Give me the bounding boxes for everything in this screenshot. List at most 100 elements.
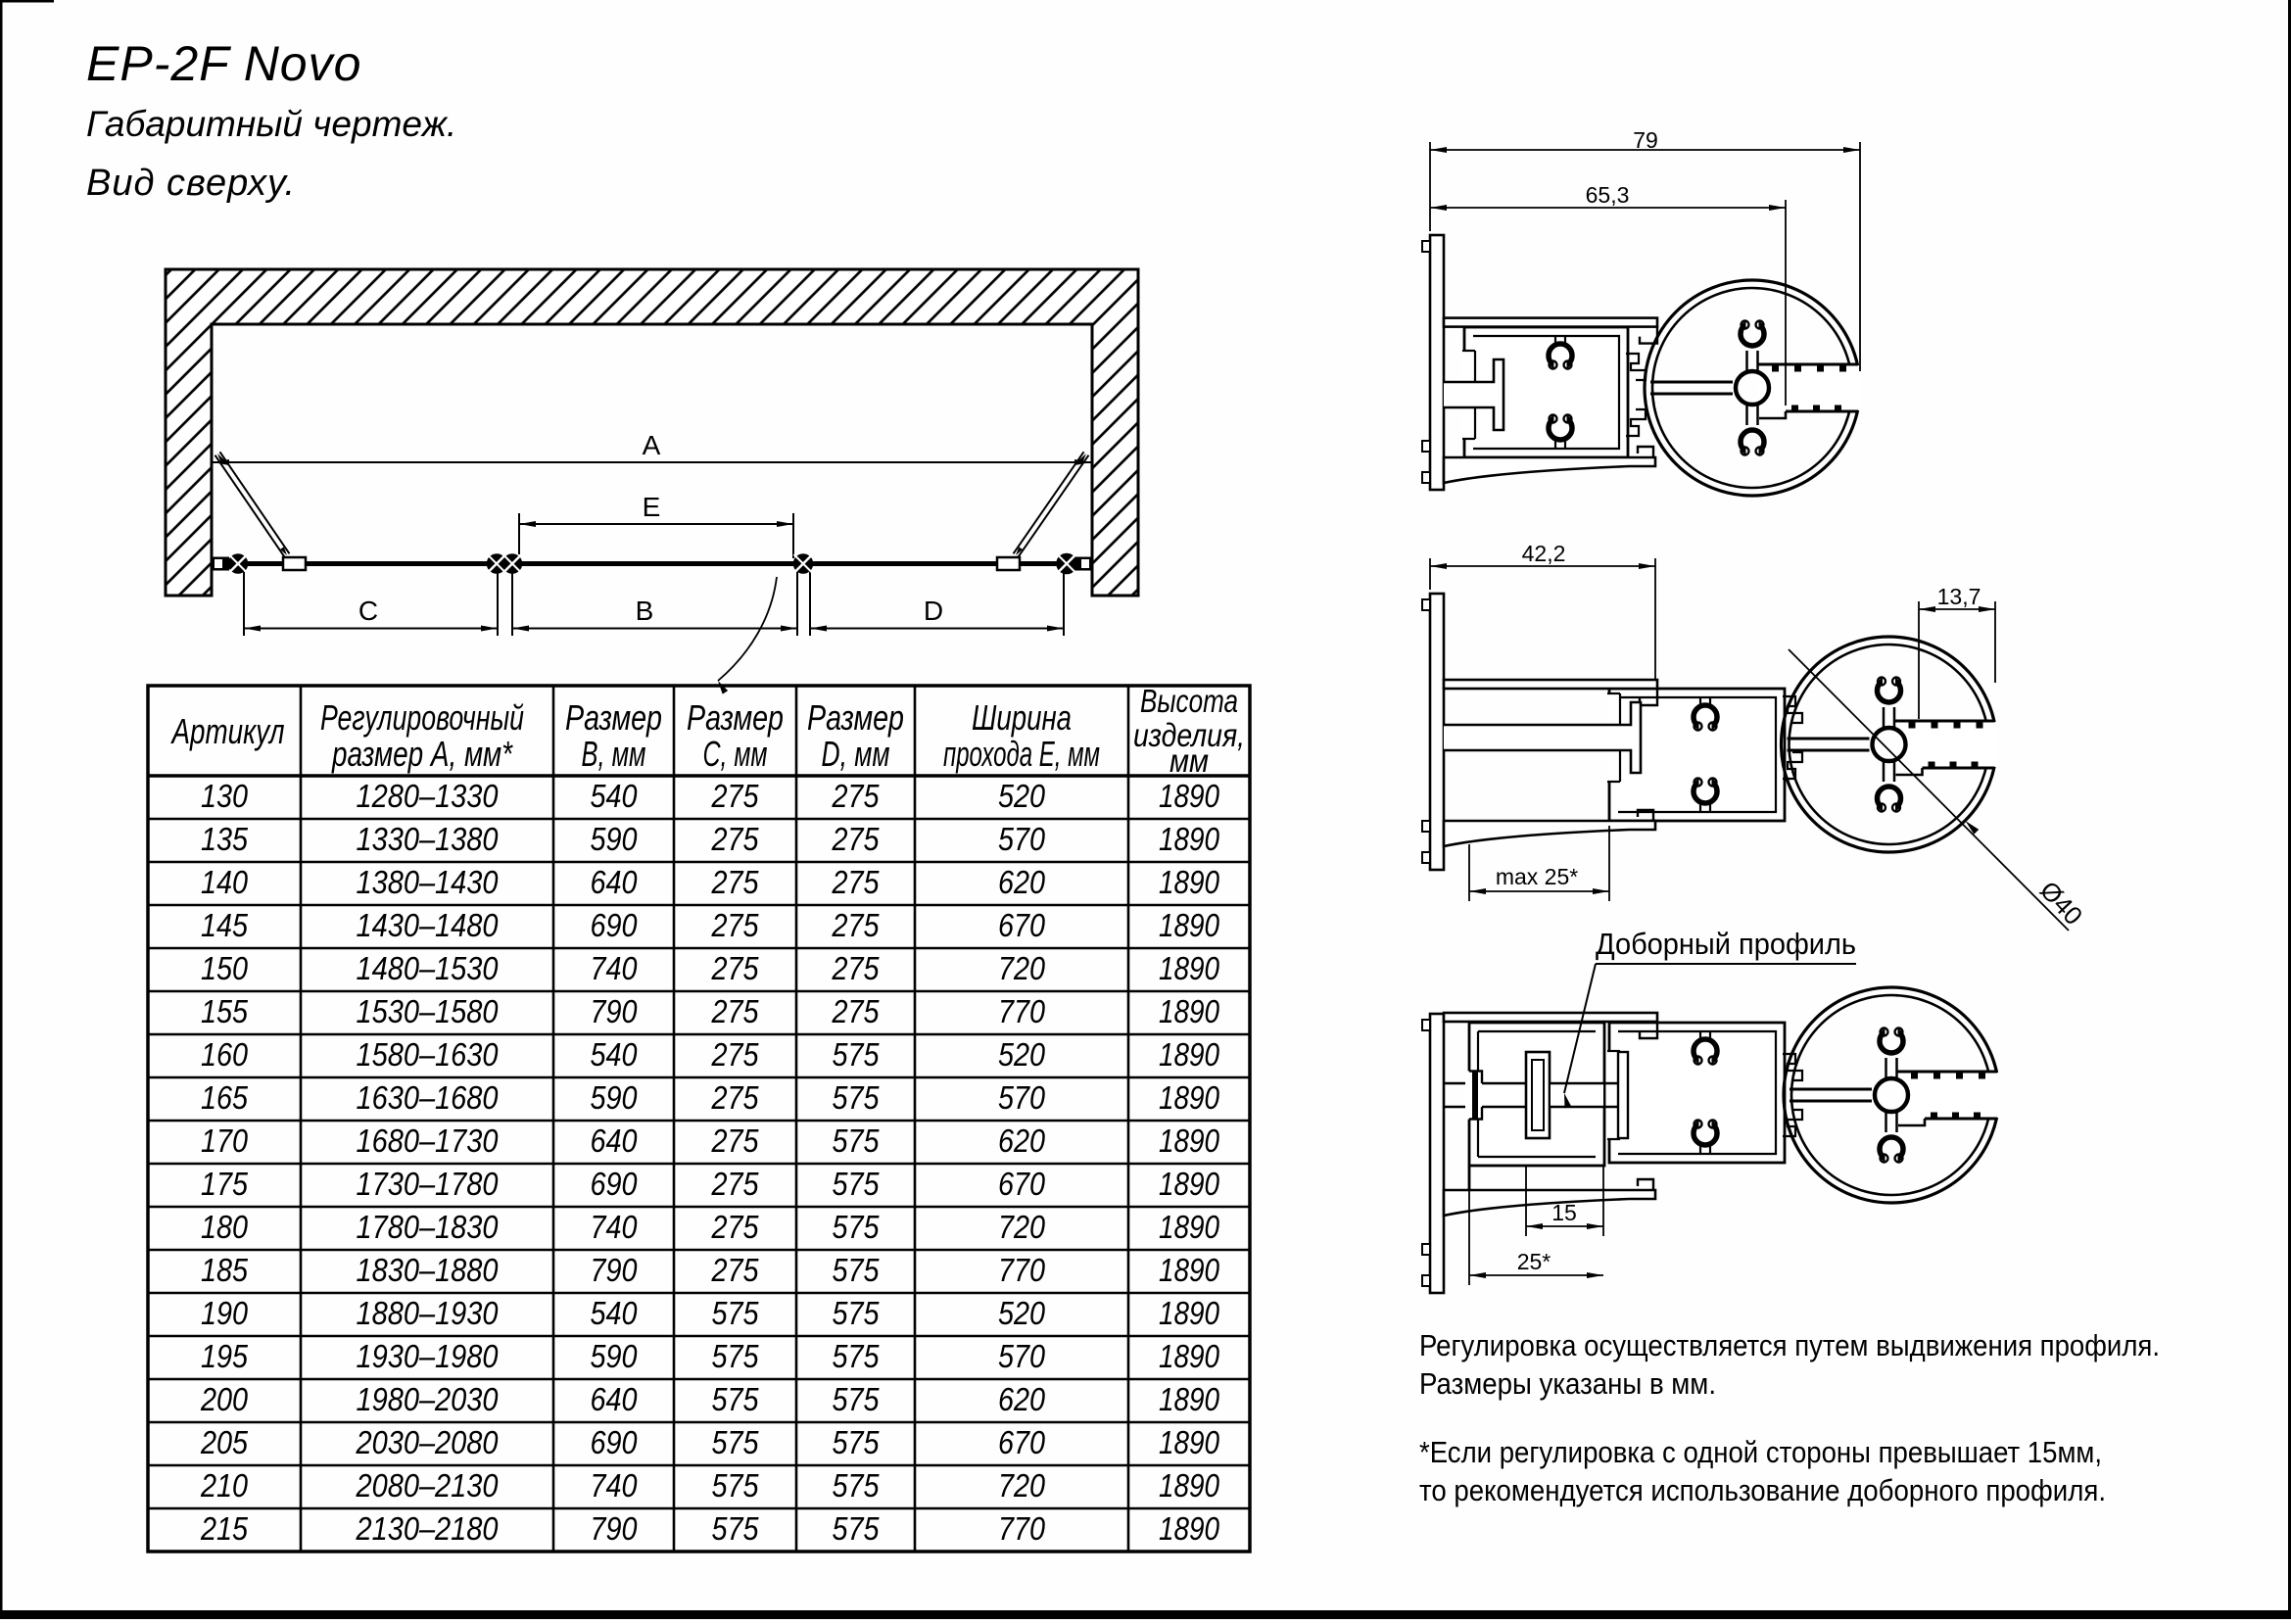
- svg-text:2080–2130: 2080–2130: [356, 1467, 499, 1504]
- svg-text:Габаритный чертеж.: Габаритный чертеж.: [86, 104, 456, 144]
- svg-text:575: 575: [833, 1338, 881, 1374]
- svg-text:170: 170: [201, 1122, 249, 1159]
- svg-text:770: 770: [998, 1510, 1046, 1547]
- svg-text:740: 740: [591, 950, 639, 986]
- svg-text:740: 740: [591, 1467, 639, 1504]
- svg-text:1380–1430: 1380–1430: [357, 864, 500, 900]
- svg-text:575: 575: [833, 1295, 881, 1331]
- svg-text:D: D: [924, 596, 943, 626]
- svg-text:A: A: [643, 430, 661, 460]
- svg-text:640: 640: [591, 864, 639, 900]
- svg-text:1730–1780: 1730–1780: [357, 1166, 500, 1202]
- svg-text:690: 690: [591, 907, 639, 943]
- svg-text:135: 135: [201, 821, 249, 857]
- svg-text:275: 275: [832, 907, 880, 943]
- svg-text:190: 190: [201, 1295, 249, 1331]
- svg-text:575: 575: [712, 1510, 760, 1547]
- svg-text:620: 620: [998, 1122, 1046, 1159]
- svg-text:*Если регулировка с одной стор: *Если регулировка с одной стороны превыш…: [1419, 1435, 2102, 1469]
- svg-text:мм: мм: [1169, 742, 1209, 779]
- svg-text:140: 140: [201, 864, 249, 900]
- svg-text:720: 720: [998, 950, 1046, 986]
- svg-text:то рекомендуется использование: то рекомендуется использование доборного…: [1419, 1473, 2106, 1507]
- svg-text:770: 770: [998, 993, 1046, 1029]
- svg-text:275: 275: [711, 1079, 759, 1116]
- svg-text:185: 185: [201, 1252, 249, 1288]
- svg-text:275: 275: [711, 1036, 759, 1073]
- svg-text:1880–1930: 1880–1930: [357, 1295, 500, 1331]
- svg-text:E: E: [643, 492, 661, 522]
- svg-text:Размер: Размер: [807, 697, 904, 738]
- svg-text:740: 740: [591, 1209, 639, 1245]
- svg-text:200: 200: [200, 1381, 248, 1417]
- svg-text:575: 575: [833, 1424, 881, 1460]
- svg-text:1580–1630: 1580–1630: [357, 1036, 500, 1073]
- svg-text:575: 575: [712, 1424, 760, 1460]
- svg-text:195: 195: [201, 1338, 249, 1374]
- svg-text:520: 520: [998, 778, 1046, 814]
- svg-text:15: 15: [1551, 1200, 1577, 1225]
- svg-text:275: 275: [832, 864, 880, 900]
- svg-text:670: 670: [998, 1166, 1046, 1202]
- svg-text:42,2: 42,2: [1522, 541, 1566, 566]
- svg-text:Размер: Размер: [565, 697, 662, 738]
- svg-text:1630–1680: 1630–1680: [357, 1079, 500, 1116]
- svg-text:790: 790: [591, 1252, 639, 1288]
- svg-text:1890: 1890: [1159, 1295, 1220, 1331]
- svg-text:1890: 1890: [1159, 1209, 1220, 1245]
- svg-text:1780–1830: 1780–1830: [357, 1209, 500, 1245]
- svg-text:575: 575: [833, 1079, 881, 1116]
- svg-text:1890: 1890: [1159, 864, 1220, 900]
- svg-text:575: 575: [712, 1467, 760, 1504]
- svg-text:575: 575: [833, 1166, 881, 1202]
- svg-text:1480–1530: 1480–1530: [357, 950, 500, 986]
- svg-text:275: 275: [832, 950, 880, 986]
- svg-text:215: 215: [200, 1510, 248, 1547]
- svg-text:275: 275: [711, 950, 759, 986]
- svg-text:175: 175: [201, 1166, 249, 1202]
- svg-text:Высота: Высота: [1140, 683, 1238, 719]
- svg-text:160: 160: [201, 1036, 249, 1073]
- svg-text:1890: 1890: [1159, 1424, 1220, 1460]
- svg-text:1890: 1890: [1159, 1510, 1220, 1547]
- svg-text:C: C: [358, 596, 378, 626]
- svg-text:2030–2080: 2030–2080: [356, 1424, 499, 1460]
- svg-text:575: 575: [712, 1295, 760, 1331]
- svg-text:275: 275: [832, 821, 880, 857]
- svg-text:180: 180: [201, 1209, 249, 1245]
- svg-text:690: 690: [591, 1424, 639, 1460]
- svg-text:690: 690: [591, 1166, 639, 1202]
- svg-text:790: 790: [591, 1510, 639, 1547]
- svg-text:1830–1880: 1830–1880: [357, 1252, 500, 1288]
- svg-text:575: 575: [712, 1381, 760, 1417]
- svg-text:575: 575: [833, 1381, 881, 1417]
- svg-text:540: 540: [591, 1036, 639, 1073]
- svg-text:575: 575: [833, 1209, 881, 1245]
- svg-text:B: B: [636, 596, 654, 626]
- svg-text:1530–1580: 1530–1580: [357, 993, 500, 1029]
- svg-text:575: 575: [833, 1467, 881, 1504]
- svg-text:575: 575: [712, 1338, 760, 1374]
- svg-text:145: 145: [201, 907, 249, 943]
- svg-text:640: 640: [591, 1381, 639, 1417]
- svg-text:275: 275: [832, 778, 880, 814]
- svg-text:575: 575: [833, 1510, 881, 1547]
- svg-text:В, мм: В, мм: [582, 734, 646, 774]
- svg-text:150: 150: [201, 950, 249, 986]
- svg-text:D, мм: D, мм: [822, 734, 890, 774]
- svg-text:720: 720: [998, 1467, 1046, 1504]
- svg-text:275: 275: [711, 1209, 759, 1245]
- svg-text:590: 590: [591, 1338, 639, 1374]
- svg-text:С, мм: С, мм: [703, 734, 768, 774]
- svg-text:275: 275: [711, 864, 759, 900]
- svg-text:1980–2030: 1980–2030: [357, 1381, 500, 1417]
- svg-text:13,7: 13,7: [1937, 584, 1981, 609]
- svg-text:размер А, мм*: размер А, мм*: [331, 734, 513, 774]
- svg-text:1890: 1890: [1159, 1467, 1220, 1504]
- svg-text:155: 155: [201, 993, 249, 1029]
- svg-text:275: 275: [711, 1252, 759, 1288]
- svg-text:2130–2180: 2130–2180: [356, 1510, 499, 1547]
- svg-text:1680–1730: 1680–1730: [357, 1122, 500, 1159]
- svg-text:25*: 25*: [1517, 1249, 1551, 1274]
- svg-text:Регулировочный: Регулировочный: [320, 697, 524, 738]
